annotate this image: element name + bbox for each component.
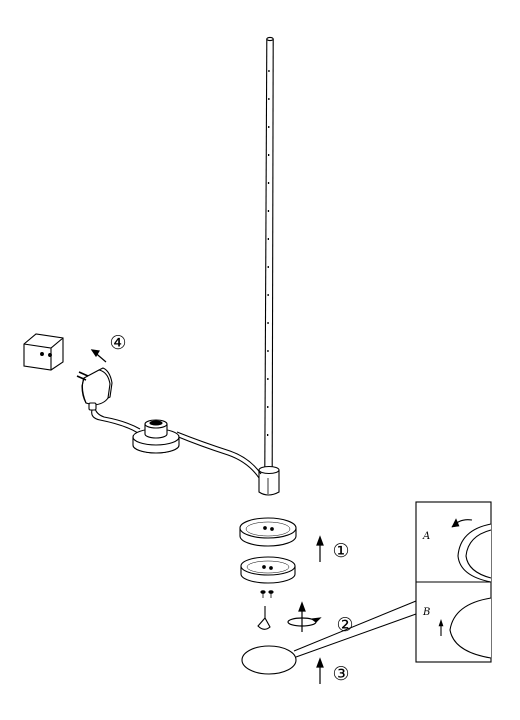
- base-plate-top: [239, 517, 297, 547]
- callout-lines: [293, 600, 417, 658]
- detail-a-label: A: [422, 531, 430, 542]
- step-1-marker: ①: [332, 540, 349, 562]
- adhesive-pad: [241, 645, 297, 675]
- power-adapter: [76, 367, 113, 411]
- step-3-arrow: [316, 657, 324, 684]
- pole-led-dots: [267, 70, 270, 436]
- plug-in-arrow: [90, 349, 107, 363]
- step-1-arrow: [316, 535, 324, 562]
- rotate-arrow: [287, 601, 322, 632]
- base-plate-bottom: [240, 556, 296, 584]
- detail-b-label: B: [422, 607, 430, 618]
- assembly-tool: [257, 606, 271, 630]
- lamp-pole: [264, 36, 274, 469]
- step-4-marker: ④: [109, 332, 126, 354]
- detail-a: [451, 518, 492, 583]
- wall-socket: [23, 333, 64, 371]
- power-cable: [91, 409, 260, 479]
- detail-b: [438, 597, 492, 659]
- step-3-marker: ③: [332, 663, 349, 685]
- pole-foot: [258, 465, 280, 496]
- step-2-marker: ②: [336, 614, 353, 636]
- screws: [260, 590, 274, 598]
- foot-switch: [132, 419, 180, 454]
